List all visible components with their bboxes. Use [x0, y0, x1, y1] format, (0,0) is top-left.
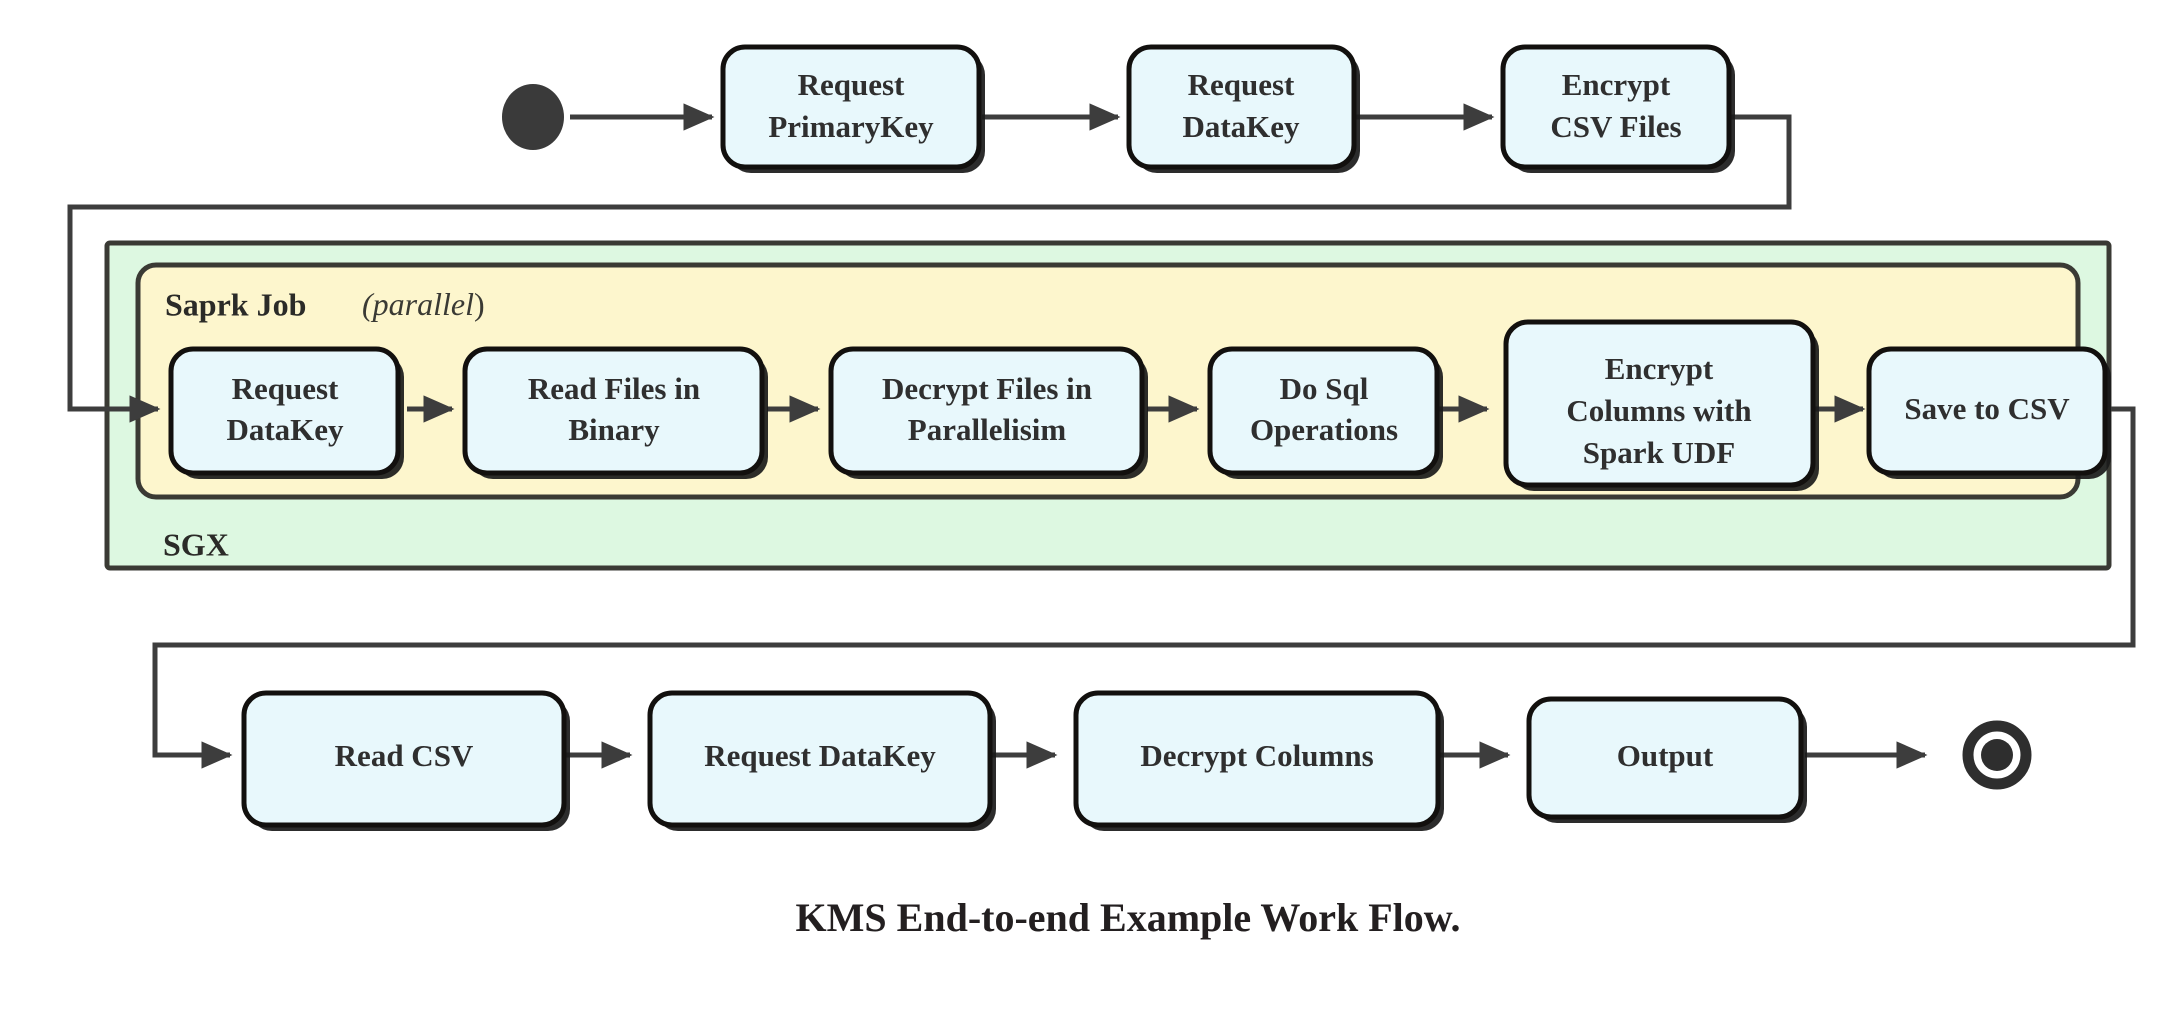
node-box[interactable]: [828, 346, 1145, 476]
node-label-line-1: Request DataKey: [704, 738, 936, 773]
node-label-line-1: Request: [232, 371, 339, 406]
node-label-line-1: Do Sql: [1280, 371, 1369, 406]
node-label-line-1: Save to CSV: [1904, 391, 2070, 426]
node-read-files-in-binary[interactable]: Read Files in Binary: [462, 346, 768, 479]
edge-layer: [67, 103, 2136, 769]
node-label-line-2: Parallelisim: [908, 412, 1067, 447]
node-label-line-1: Read Files in: [528, 371, 700, 406]
node-read-csv[interactable]: Read CSV: [241, 690, 570, 831]
node-label-line-2: DataKey: [1182, 109, 1300, 144]
node-decrypt-columns[interactable]: Decrypt Columns: [1073, 690, 1444, 831]
final-state-ring: [1962, 720, 2032, 790]
node-box[interactable]: [1073, 690, 1441, 828]
node-output[interactable]: Output: [1526, 696, 1807, 823]
node-label-line-2: Binary: [568, 412, 660, 447]
node-box[interactable]: [168, 346, 401, 476]
node-box[interactable]: [1866, 346, 2108, 476]
node-label-line-1: Read CSV: [335, 738, 474, 773]
initial-state-dot: [502, 84, 564, 150]
node-request-primarykey[interactable]: Request PrimaryKey: [720, 44, 985, 173]
node-request-datakey-bottom[interactable]: Request DataKey: [647, 690, 996, 831]
node-box[interactable]: [1500, 44, 1732, 170]
final-state-core: [1981, 739, 2013, 771]
edge-save-to-csv-to-read-csv: [152, 406, 2136, 769]
node-box[interactable]: [720, 44, 982, 170]
node-label-line-1: Request: [1188, 67, 1295, 102]
node-label-line-2: CSV Files: [1550, 109, 1681, 144]
final-state: [1962, 720, 2032, 790]
node-label-line-2: PrimaryKey: [768, 109, 934, 144]
node-box[interactable]: [241, 690, 567, 828]
node-box[interactable]: [647, 690, 993, 828]
node-label-line-1: Encrypt: [1562, 67, 1671, 102]
node-label-line-3: Spark UDF: [1583, 435, 1735, 470]
edge-encrypt-csv-to-spark-request-datakey: [67, 114, 1792, 423]
spark-job-group-label: Saprk Job: [165, 286, 306, 322]
node-label-line-1: Encrypt: [1605, 351, 1714, 386]
node-encrypt-csv-files[interactable]: Encrypt CSV Files: [1500, 44, 1735, 173]
diagram-caption: KMS End-to-end Example Work Flow.: [796, 895, 1461, 940]
node-box[interactable]: [1126, 44, 1357, 170]
node-request-datakey-spark[interactable]: Request DataKey: [168, 346, 404, 479]
node-label-line-1: Output: [1617, 738, 1714, 773]
node-box[interactable]: [1503, 319, 1816, 488]
sgx-group-label: SGX: [163, 526, 229, 562]
node-box[interactable]: [1526, 696, 1804, 820]
initial-state: [502, 84, 564, 150]
node-label-line-1: Decrypt Files in: [882, 371, 1092, 406]
node-label-line-2: Columns with: [1566, 393, 1751, 428]
spark-job-parallel-qualifier: (parallel): [362, 286, 485, 322]
node-request-datakey-top[interactable]: Request DataKey: [1126, 44, 1360, 173]
node-save-to-csv[interactable]: Save to CSV: [1866, 346, 2111, 479]
node-label-line-1: Request: [798, 67, 905, 102]
node-encrypt-columns-with-spark-udf[interactable]: Encrypt Columns with Spark UDF: [1503, 319, 1819, 491]
node-label-line-2: Operations: [1250, 412, 1398, 447]
node-box[interactable]: [1207, 346, 1440, 476]
node-do-sql-operations[interactable]: Do Sql Operations: [1207, 346, 1443, 479]
node-label-line-1: Decrypt Columns: [1140, 738, 1373, 773]
node-decrypt-files-in-parallelisim[interactable]: Decrypt Files in Parallelisim: [828, 346, 1148, 479]
node-box[interactable]: [462, 346, 765, 476]
node-label-line-2: DataKey: [226, 412, 344, 447]
